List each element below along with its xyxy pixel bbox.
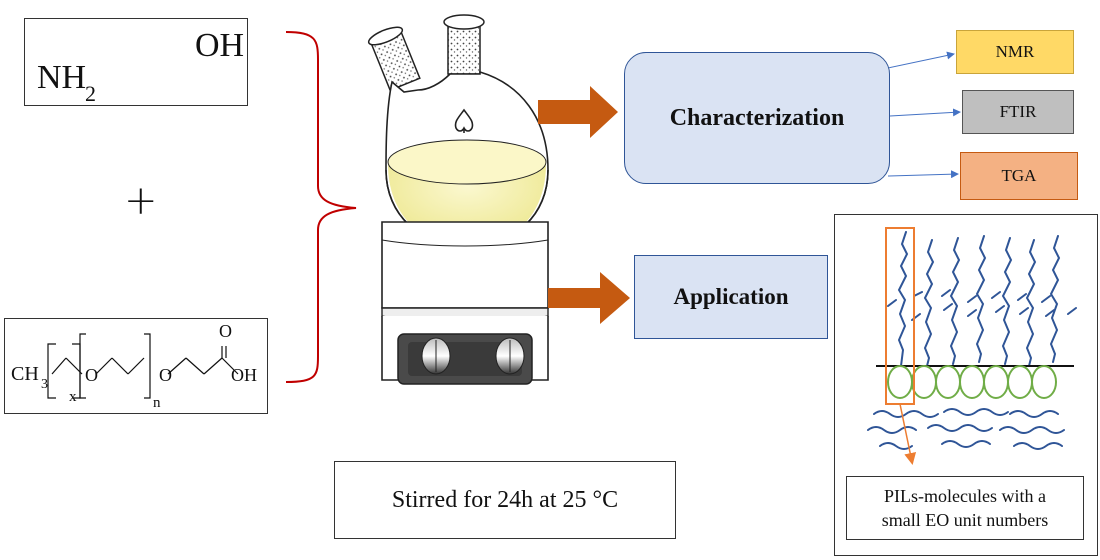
- nmr-label: NMR: [995, 42, 1035, 61]
- peg-o-carbonyl: O: [219, 321, 232, 341]
- reaction-condition-text: Stirred for 24h at 25 °C: [391, 486, 619, 513]
- peg-o-2: O: [159, 365, 172, 385]
- arrow-to-nmr: [887, 51, 955, 69]
- peg-oh: OH: [231, 365, 257, 385]
- arrow-to-ftir: [889, 108, 961, 117]
- nmr-box: NMR: [956, 30, 1074, 74]
- arrow-to-application: [548, 272, 630, 324]
- ftir-box: FTIR: [962, 90, 1074, 134]
- pils-caption-box: PILs-molecules with a small EO unit numb…: [846, 476, 1084, 540]
- tga-box: TGA: [960, 152, 1078, 200]
- peg-ch3-subscript: 3: [41, 377, 48, 392]
- reaction-flask: [367, 14, 549, 247]
- ethanolamine-nh: NH: [37, 59, 87, 96]
- solvent-waves: [867, 408, 1065, 450]
- highlight-pointer-arrow: [899, 403, 917, 465]
- pils-caption-line-2: small EO unit numbers: [881, 510, 1049, 530]
- application-box: Application: [634, 255, 828, 339]
- peg-ch3: CH: [11, 363, 39, 385]
- reaction-condition-box: Stirred for 24h at 25 °C: [334, 461, 676, 539]
- headgroup-rings: [887, 365, 1057, 399]
- curly-bracket: [285, 31, 357, 383]
- tga-label: TGA: [1001, 166, 1037, 185]
- peg-n-subscript: n: [153, 395, 161, 411]
- ethanolamine-structure-box: NH 2 OH: [24, 18, 248, 106]
- characterization-box: Characterization: [624, 52, 890, 184]
- pils-illustration: [867, 227, 1077, 465]
- arrow-to-tga: [887, 170, 959, 179]
- pils-panel: [834, 214, 1098, 556]
- ftir-label: FTIR: [999, 102, 1037, 121]
- ethanolamine-oh: OH: [195, 27, 245, 64]
- peg-x-subscript: x: [69, 389, 77, 405]
- plus-sign: +: [124, 178, 158, 224]
- arrow-to-characterization: [538, 86, 618, 138]
- peg-o-1: O: [85, 365, 98, 385]
- peg-acid-bonds: [47, 333, 239, 399]
- ethanolamine-nh-subscript: 2: [85, 81, 96, 106]
- application-label: Application: [673, 284, 789, 309]
- pils-chains: [887, 231, 1077, 367]
- pils-caption-line-1: PILs-molecules with a: [884, 485, 1046, 506]
- characterization-label: Characterization: [669, 104, 845, 131]
- stir-bar-icon: [454, 108, 474, 133]
- peg-acid-structure-box: CH 3 x O n O O OH: [4, 318, 268, 414]
- hot-plate-stirrer: [381, 221, 549, 385]
